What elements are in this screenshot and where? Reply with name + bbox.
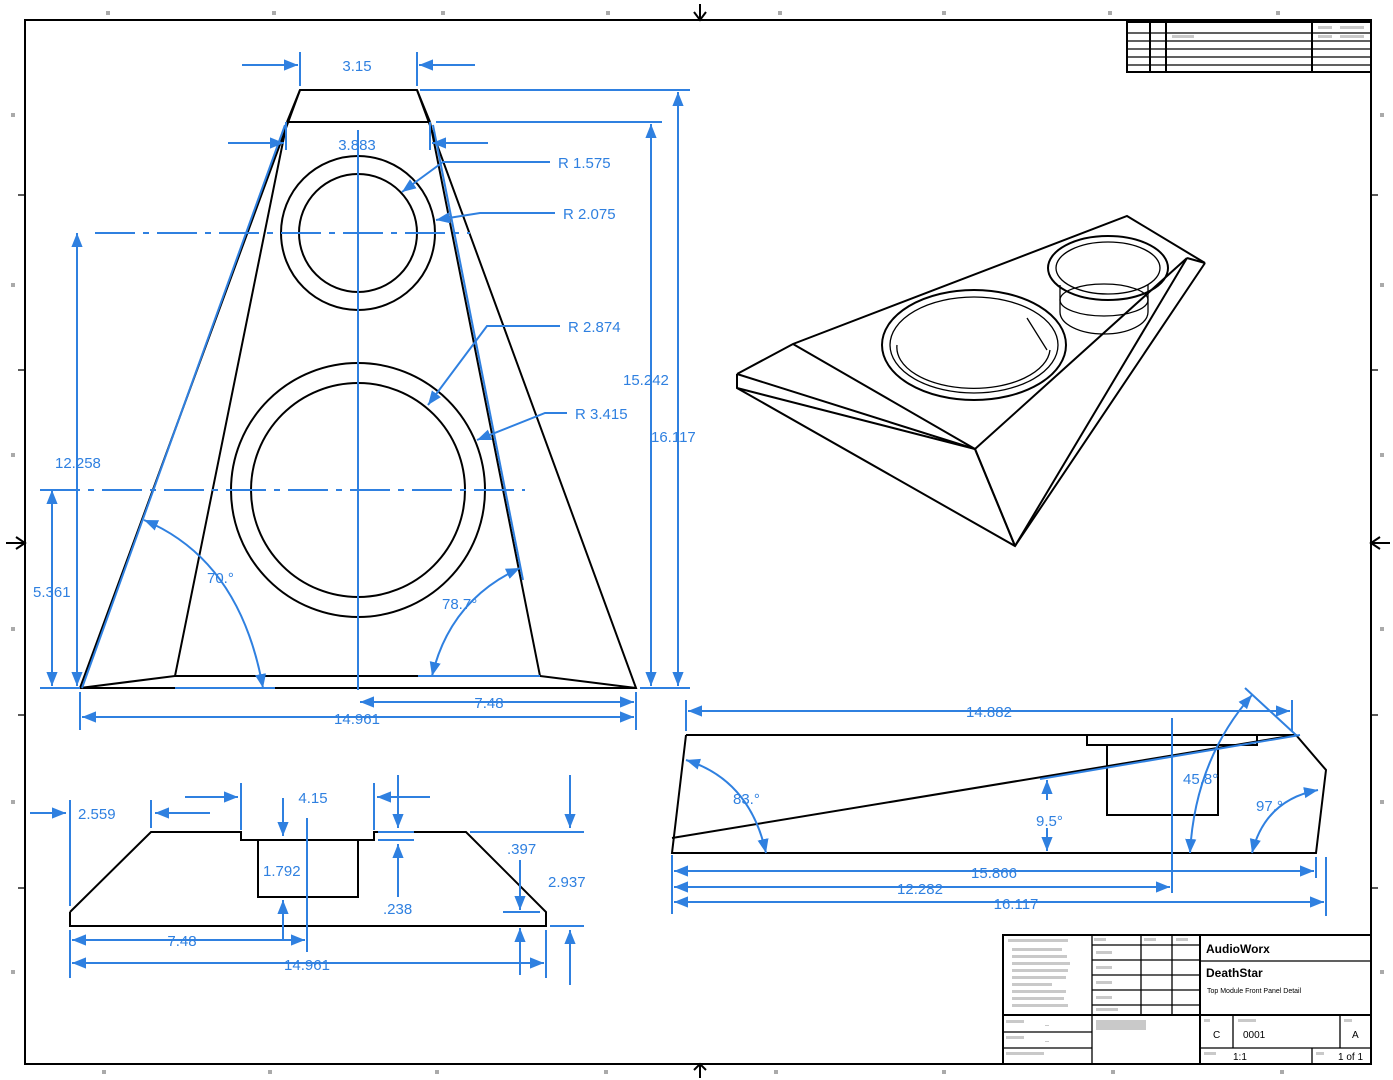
dim-top-width: 3.15 xyxy=(342,58,371,75)
side-view: 14.882 83.° 9.5° 45.8° 97.° 15.866 xyxy=(670,687,1328,916)
dim-left-angle: 70.° xyxy=(207,570,234,587)
sheet-border xyxy=(6,4,1390,1078)
dim-large-center-height: 5.361 xyxy=(33,584,71,601)
dim-inner-width: 3.883 xyxy=(338,137,376,154)
dim-half-width: 7.48 xyxy=(474,695,503,712)
dim-r-large-ring: R 3.415 xyxy=(575,406,628,423)
sheet-number: 1 of 1 xyxy=(1338,1052,1363,1063)
dim-right-angle: 78.7° xyxy=(442,596,477,613)
title-block: AudioWorx DeathStar Top Module Front Pan… xyxy=(1002,934,1372,1065)
revision-block xyxy=(1126,21,1372,73)
drawing-number: 0001 xyxy=(1243,1030,1266,1041)
dim-total-height: 16.117 xyxy=(651,429,696,446)
front-view: 3.15 3.883 R 1.575 R 2.075 R 2.874 R 3.4… xyxy=(33,52,696,730)
dim-inner-height: 15.242 xyxy=(623,372,669,389)
project-name: DeathStar xyxy=(1206,966,1263,980)
drawing-scale: 1:1 xyxy=(1233,1052,1247,1063)
dim-side-left-angle: 83.° xyxy=(733,791,760,808)
dim-top-length: 14.882 xyxy=(966,704,1012,721)
dim-side-right-angle: 97.° xyxy=(1256,798,1283,815)
sheet-size: C xyxy=(1213,1030,1220,1041)
bottom-view-dimensions: 2.559 4.15 1.792 .238 .397 xyxy=(30,775,586,985)
dim-total-length: 16.117 xyxy=(994,896,1039,913)
dim-cup-position: 12.282 xyxy=(897,881,943,898)
side-view-dimensions: 14.882 83.° 9.5° 45.8° 97.° 15.866 xyxy=(671,687,1327,916)
dim-cup-width: 4.15 xyxy=(298,790,327,807)
bottom-view: 2.559 4.15 1.792 .238 .397 xyxy=(30,775,586,985)
dim-slope-angle: 9.5° xyxy=(1036,813,1063,830)
dim-side-top-angle: 45.8° xyxy=(1183,771,1218,788)
dim-half-width-bottom: 7.48 xyxy=(167,933,196,950)
isometric-view xyxy=(736,214,1206,548)
dim-r-small-hole: R 1.575 xyxy=(558,155,611,172)
drawing-description: Top Module Front Panel Detail xyxy=(1207,988,1302,995)
company-name: AudioWorx xyxy=(1206,942,1270,956)
front-view-dimensions: 3.15 3.883 R 1.575 R 2.075 R 2.874 R 3.4… xyxy=(33,52,696,730)
dim-cup-depth: 1.792 xyxy=(263,863,301,880)
dim-left-offset: 2.559 xyxy=(78,806,116,823)
revision-letter: A xyxy=(1352,1030,1359,1041)
dim-bottom-width: 14.961 xyxy=(334,711,380,728)
dim-r-small-ring: R 2.075 xyxy=(563,206,616,223)
dim-small-center-height: 12.258 xyxy=(55,455,101,472)
dim-lip-height: .238 xyxy=(383,901,412,918)
dim-r-large-hole: R 2.874 xyxy=(568,319,621,336)
dim-rim-thickness: .397 xyxy=(507,841,536,858)
front-view-centerlines xyxy=(40,130,525,690)
dim-bottom-width-bottom: 14.961 xyxy=(284,957,330,974)
dim-bottom-length: 15.866 xyxy=(971,865,1017,882)
dim-total-height-bottom: 2.937 xyxy=(548,874,586,891)
